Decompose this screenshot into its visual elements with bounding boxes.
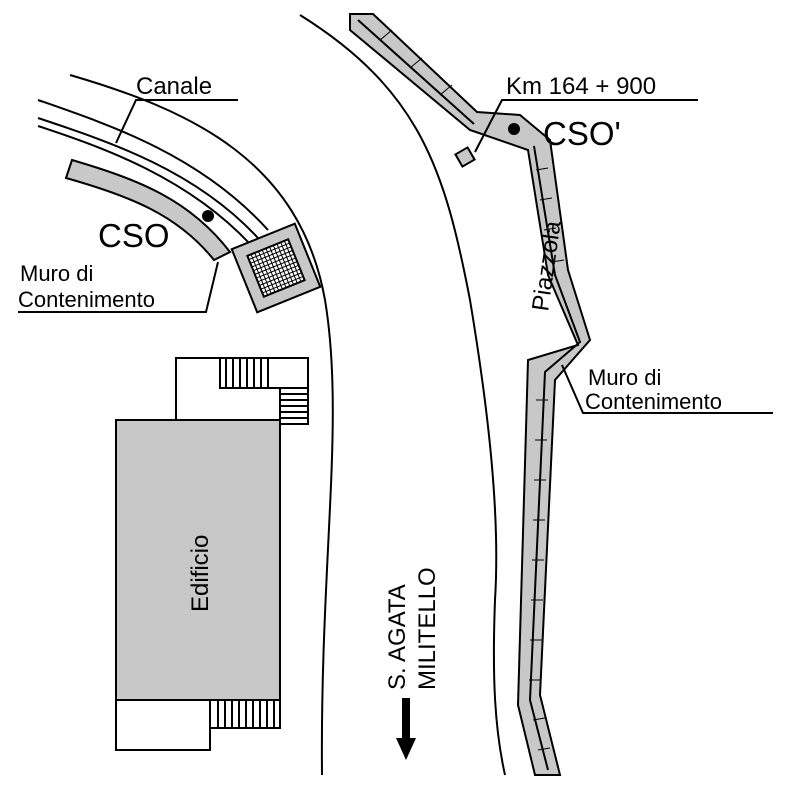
road-edge-left bbox=[69, 74, 334, 776]
stairs-top bbox=[225, 358, 308, 419]
cso-prime-label: CSO' bbox=[543, 115, 621, 152]
muro-left-leader bbox=[18, 261, 219, 313]
grate-box bbox=[230, 222, 322, 314]
edificio-label: Edificio bbox=[187, 535, 214, 612]
muro-left-line1: Muro di bbox=[20, 261, 93, 286]
muro-right-leader bbox=[561, 364, 773, 414]
canale-label: Canale bbox=[136, 73, 212, 100]
stairs-bottom bbox=[217, 700, 275, 728]
cso-label: CSO bbox=[98, 217, 170, 254]
cso-dot bbox=[202, 210, 214, 222]
muro-left-line2: Contenimento bbox=[18, 287, 155, 312]
direction-line1: S. AGATA bbox=[384, 584, 411, 690]
wall-inner-line-top bbox=[357, 19, 475, 125]
canal-line-1 bbox=[37, 99, 269, 231]
canale-leader bbox=[115, 99, 238, 144]
road-edge-right bbox=[299, 14, 506, 776]
wall-ticks bbox=[379, 29, 565, 751]
muro-right-line2: Contenimento bbox=[585, 389, 722, 414]
km-leader-line bbox=[474, 99, 698, 153]
canal-line-3 bbox=[37, 125, 251, 245]
direction-line2: MILITELLO bbox=[414, 567, 441, 690]
building bbox=[115, 357, 309, 751]
edificio-block bbox=[115, 419, 281, 701]
arrow-down-icon bbox=[396, 698, 416, 760]
marker-box bbox=[454, 146, 476, 168]
muro-right-line1: Muro di bbox=[588, 365, 661, 390]
canal-line-2 bbox=[37, 117, 259, 239]
wall-inner-line-right bbox=[528, 145, 582, 771]
retaining-wall-left bbox=[64, 158, 232, 262]
retaining-wall-right bbox=[349, 13, 592, 776]
km-label: Km 164 + 900 bbox=[506, 73, 656, 100]
cso-prime-dot bbox=[508, 123, 520, 135]
